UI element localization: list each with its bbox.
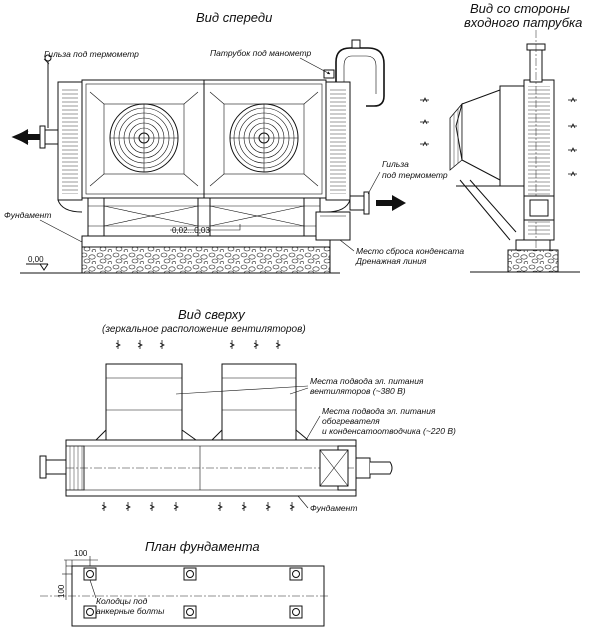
top-view-title: Вид сверху <box>178 307 246 322</box>
air-arrow-icon <box>159 339 165 350</box>
label-condensate: Место сброса конденсата <box>356 246 464 256</box>
label-power-heater-3: и конденсатоотводчика (~220 В) <box>322 426 456 436</box>
label-wells-2: анкерные болты <box>96 606 165 616</box>
label-power-heater-1: Места подвода эл. питания <box>322 406 436 416</box>
top-fan-box-left <box>105 363 183 441</box>
label-drain: Дренажная линия <box>355 256 427 266</box>
air-arrow-icon <box>419 141 430 147</box>
air-arrow-icon <box>115 339 121 350</box>
label-wells-1: Колодцы под <box>96 596 148 606</box>
label-manometer-pipe: Патрубок под манометр <box>210 48 312 58</box>
air-arrow-icon <box>149 501 155 512</box>
air-arrow-icon <box>275 339 281 350</box>
side-view-title-1: Вид со стороны <box>470 1 570 16</box>
air-arrow-icon <box>101 501 107 512</box>
air-arrow-icon <box>289 501 295 512</box>
air-arrow-icon <box>265 501 271 512</box>
front-gravel-bed <box>81 246 331 274</box>
front-view-title: Вид спереди <box>196 10 272 25</box>
flow-arrow-icon <box>392 195 406 211</box>
air-arrow-icon <box>567 147 578 153</box>
front-foundation-slab <box>81 235 331 248</box>
air-arrow-icon <box>567 171 578 177</box>
air-arrow-icon <box>125 501 131 512</box>
fan-icon <box>229 103 299 173</box>
air-arrow-icon <box>567 97 578 103</box>
dim-100-horizontal: 100 <box>74 549 88 558</box>
air-arrow-icon <box>137 339 143 350</box>
label-power-fans-2: вентиляторов (~380 В) <box>310 386 406 396</box>
level-mark: 0,00 <box>28 255 44 264</box>
air-arrow-icon <box>419 119 430 125</box>
label-power-fans-1: Места подвода эл. питания <box>310 376 424 386</box>
plan-title: План фундамента <box>145 539 260 554</box>
anchor-bolt-icon <box>83 567 303 619</box>
air-arrow-icon <box>173 501 179 512</box>
side-view <box>419 30 580 273</box>
label-foundation: Фундамент <box>4 210 51 220</box>
top-view <box>39 339 393 512</box>
fan-icon <box>109 103 179 173</box>
air-arrow-icon <box>217 501 223 512</box>
label-thermo-sleeve-2a: Гильза <box>382 159 409 169</box>
label-foundation-top: Фундамент <box>310 503 357 513</box>
dim-100-vertical: 100 <box>57 584 66 598</box>
condensate-tank <box>315 211 351 241</box>
side-view-title-2: входного патрубка <box>464 15 582 30</box>
air-arrow-icon <box>229 339 235 350</box>
top-fan-box-right <box>221 363 297 441</box>
foundation-plan: 100 100 <box>40 549 330 627</box>
air-arrow-icon <box>241 501 247 512</box>
slope-label: 0,02...0,03 <box>172 226 210 235</box>
front-view: 0,00 0,02...0,03 <box>11 39 406 274</box>
air-arrow-icon <box>567 123 578 129</box>
label-thermo-sleeve: Гильза под термометр <box>44 49 139 59</box>
label-power-heater-2: обогревателя <box>322 416 380 426</box>
side-fan-cone <box>455 89 501 181</box>
top-view-subtitle: (зеркальное расположение вентиляторов) <box>102 324 306 335</box>
air-arrow-icon <box>419 97 430 103</box>
air-arrow-icon <box>253 339 259 350</box>
label-thermo-sleeve-2b: под термометр <box>382 170 448 180</box>
